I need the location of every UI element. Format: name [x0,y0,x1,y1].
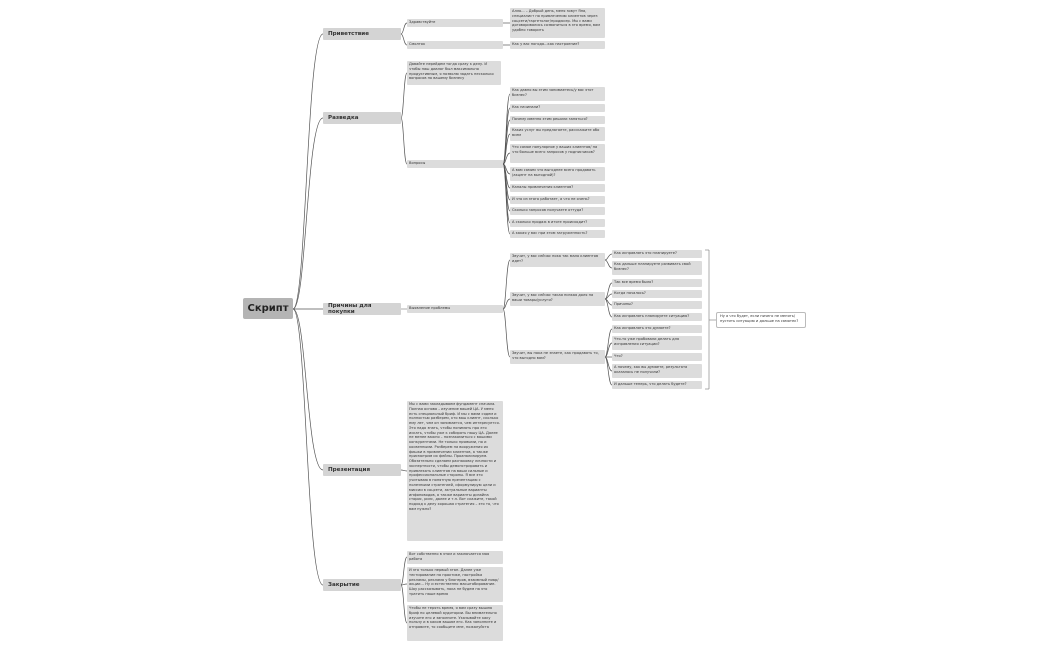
branch-label: Презентация [328,467,371,473]
problem-unknown-sales[interactable]: Звучит, вы пока не знаете, как продавать… [510,350,605,364]
question-item[interactable]: Как начинали? [510,104,605,112]
greeting-script[interactable]: Алло... – Добрый день, меня зовут Яна, с… [510,8,605,38]
question-item[interactable]: И что из этого работает, а что не очень? [510,196,605,204]
branch-greeting[interactable]: Приветствие [323,28,401,40]
followup-item[interactable]: Причины? [612,301,702,309]
question-item[interactable]: Как давно вы этим занимаетесь/у вас этот… [510,87,605,101]
topic-intro[interactable]: Давайте перейдем тогда сразу к делу. И ч… [407,61,501,85]
branch-closing[interactable]: Закрытие [323,579,401,591]
followup-item[interactable]: Что-то уже пробовали делать для исправле… [612,336,702,350]
followup-item[interactable]: Как исправлять это планируете? [612,250,702,258]
branch-label: Приветствие [328,31,369,37]
smalltalk-question[interactable]: Как у вас погода...как настроение? [510,41,605,49]
topic-hello[interactable]: Здравствуйте [407,19,503,27]
root-node[interactable]: Скрипт [243,298,293,319]
topic-questions[interactable]: Вопросы [407,160,503,168]
question-item[interactable]: Каналы привлечения клиентов? [510,184,605,192]
branch-purchase-reasons[interactable]: Причины для покупки [323,303,401,315]
followup-item[interactable]: Как дальше планируете развивать свой биз… [612,261,702,275]
followup-item[interactable]: Как исправлять планируете ситуацию? [612,313,702,321]
branch-discovery[interactable]: Разведка [323,112,401,124]
question-item[interactable]: А вам самим что выгоднее всего продавать… [510,167,605,181]
question-item[interactable]: Почему именно этим решили заняться? [510,116,605,124]
topic-closing-2[interactable]: И это только первый этап. Далее уже тест… [407,567,503,602]
followup-item[interactable]: Так все время было? [612,279,702,287]
side-note[interactable]: Ну а что будет, если ничего не менять/ п… [716,312,806,328]
question-item[interactable]: Каких услуг вы предлагаете, расскажите о… [510,127,605,141]
topic-presentation-text[interactable]: Мы с вами закладываем фундамент сначала.… [407,401,503,541]
followup-item[interactable]: И дальше теперь, что делать будете? [612,381,702,389]
question-item[interactable]: Сколько запросов получаете оттуда? [510,207,605,215]
followup-item[interactable]: А почему, как вы думаете, результата ока… [612,364,702,378]
root-label: Скрипт [247,303,289,314]
topic-problem-identification[interactable]: Выявление проблемы [407,305,503,313]
question-item[interactable]: А сколько продаж в итоге происходит? [510,219,605,227]
topic-closing-3[interactable]: Чтобы не терять время, я вам сразу вышлю… [407,605,503,641]
followup-item[interactable]: Когда началось? [612,290,702,298]
question-item[interactable]: А какая у вас при этом загруженность? [510,230,605,238]
topic-smalltalk[interactable]: Смолток [407,41,503,49]
problem-few-clients[interactable]: Звучит, у вас сейчас пока так мало клиен… [510,253,605,267]
question-item[interactable]: Что самое популярное у ваших клиентов/ н… [510,144,605,163]
branch-label: Закрытие [328,582,360,588]
problem-low-share[interactable]: Звучит, у вас сейчас такая низкая доля н… [510,292,605,306]
topic-closing-1[interactable]: Вот собственно в этом и заключается моя … [407,551,503,564]
followup-item[interactable]: Что? [612,353,702,361]
branch-presentation[interactable]: Презентация [323,464,401,476]
followup-item[interactable]: Как исправлять это думаете? [612,325,702,333]
branch-label: Причины для покупки [328,303,372,315]
branch-label: Разведка [328,115,359,121]
